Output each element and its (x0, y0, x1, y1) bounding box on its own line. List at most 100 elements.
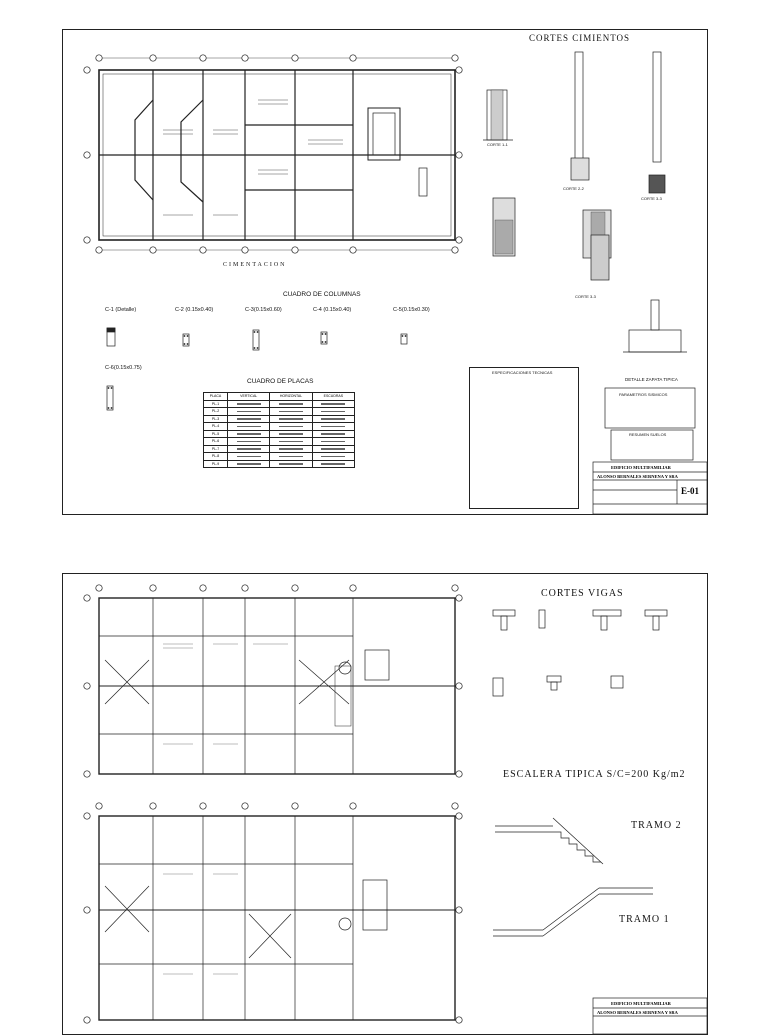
grid-bubble (149, 246, 157, 254)
sheet-number: E-01 (681, 486, 699, 496)
grid-bubble (291, 584, 299, 592)
placas-cell (269, 452, 313, 461)
placas-cell (311, 422, 356, 431)
grid-bubble (451, 246, 459, 254)
grid-bubble (349, 54, 357, 62)
placas-row: PL-1 (202, 399, 356, 408)
grid-bubble (199, 584, 207, 592)
floor-framing-drawing (83, 584, 708, 1035)
grid-bubble (199, 246, 207, 254)
placas-cell (269, 407, 313, 416)
grid-bubble (451, 584, 459, 592)
grid-bubble (291, 246, 299, 254)
placas-cell (311, 429, 356, 438)
placas-cell (269, 437, 313, 446)
placas-cell (269, 414, 313, 423)
grid-bubble (83, 1016, 91, 1024)
grid-bubble (241, 802, 249, 810)
placas-header: HORIZONTAL (269, 392, 313, 401)
placas-cell (269, 399, 313, 408)
placas-row: PL-5 (202, 429, 356, 438)
placas-cell: PL-9 (202, 459, 229, 468)
grid-bubble (455, 770, 463, 778)
placas-cell (227, 414, 271, 423)
grid-bubble (83, 151, 91, 159)
grid-bubble (455, 1016, 463, 1024)
placas-cell (311, 459, 356, 468)
placas-cell (311, 414, 356, 423)
placas-cell: PL-7 (202, 444, 229, 453)
corte-label: CORTE 3-3 (575, 294, 596, 299)
resumen-title: RESUMEN SUELOS (629, 432, 667, 437)
structural-sheet-e02: CORTES VIGAS ESCALERA TIPICA S/C=200 Kg/… (62, 573, 708, 1035)
grid-bubble (349, 246, 357, 254)
grid-bubble (451, 802, 459, 810)
cuadro-placas-title: CUADRO DE PLACAS (247, 378, 314, 385)
placas-cell (311, 444, 356, 453)
placas-cell (269, 459, 313, 468)
grid-bubble (83, 682, 91, 690)
grid-bubble (95, 802, 103, 810)
placas-row: PL-3 (202, 414, 356, 423)
grid-bubble (455, 594, 463, 602)
placas-row: PL-9 (202, 459, 356, 468)
column-label: C-5(0.15x0.30) (393, 307, 430, 313)
grid-bubble (455, 906, 463, 914)
placas-cell (227, 422, 271, 431)
placas-cell (311, 452, 356, 461)
column-label: C-6(0.15x0.75) (105, 365, 142, 371)
corte-label: CORTE 2-2 (563, 186, 584, 191)
placas-cell (227, 437, 271, 446)
placas-header: VERTICAL (227, 392, 271, 401)
zapata-title: DETALLE ZAPATA TIPICA (625, 377, 678, 382)
grid-bubble (241, 246, 249, 254)
grid-bubble (349, 802, 357, 810)
structural-sheet-e01: CORTES CIMIENTOS CIMENTACION CUADRO DE C… (62, 29, 708, 515)
placas-row: PL-7 (202, 444, 356, 453)
placas-cell: PL-1 (202, 399, 229, 408)
cortes-vigas-title: CORTES VIGAS (541, 588, 624, 599)
grid-bubble (241, 584, 249, 592)
placas-cell (227, 399, 271, 408)
corte-label: CORTE 1-1 (487, 142, 508, 147)
column-label: C-4 (0.15x0.40) (313, 307, 352, 313)
placas-row: PL-6 (202, 437, 356, 446)
tramo2-label: TRAMO 2 (631, 820, 682, 831)
grid-bubble (455, 66, 463, 74)
placas-row: PL-8 (202, 452, 356, 461)
grid-bubble (291, 802, 299, 810)
placas-cell (311, 437, 356, 446)
cortes-cimientos-title: CORTES CIMIENTOS (529, 33, 631, 43)
grid-bubble (291, 54, 299, 62)
grid-bubble (95, 584, 103, 592)
grid-bubble (241, 54, 249, 62)
grid-bubble (455, 812, 463, 820)
cuadro-columnas-title: CUADRO DE COLUMNAS (283, 291, 361, 298)
grid-bubble (455, 151, 463, 159)
especificaciones-title: ESPECIFICACIONES TECNICAS (492, 370, 553, 375)
titleblock-line1: EDIFICIO MULTIFAMILIAR (611, 465, 671, 470)
grid-bubble (455, 236, 463, 244)
placas-cell (311, 407, 356, 416)
grid-bubble (149, 54, 157, 62)
grid-bubble (83, 812, 91, 820)
placas-cell (269, 422, 313, 431)
grid-bubble (83, 236, 91, 244)
grid-bubble (199, 802, 207, 810)
placas-cell (227, 452, 271, 461)
placas-row: PL-4 (202, 422, 356, 431)
placas-cell: PL-8 (202, 452, 229, 461)
placas-header: PLACA (202, 392, 229, 401)
foundation-plan-drawing (83, 51, 708, 515)
placas-cell: PL-5 (202, 429, 229, 438)
grid-bubble (455, 682, 463, 690)
placas-cell: PL-6 (202, 437, 229, 446)
grid-bubble (199, 54, 207, 62)
grid-bubble (83, 770, 91, 778)
titleblock-line1: EDIFICIO MULTIFAMILIAR (611, 1001, 671, 1006)
grid-bubble (149, 584, 157, 592)
placas-cell (311, 399, 356, 408)
placas-cell: PL-2 (202, 407, 229, 416)
escalera-title: ESCALERA TIPICA S/C=200 Kg/m2 (503, 769, 686, 780)
